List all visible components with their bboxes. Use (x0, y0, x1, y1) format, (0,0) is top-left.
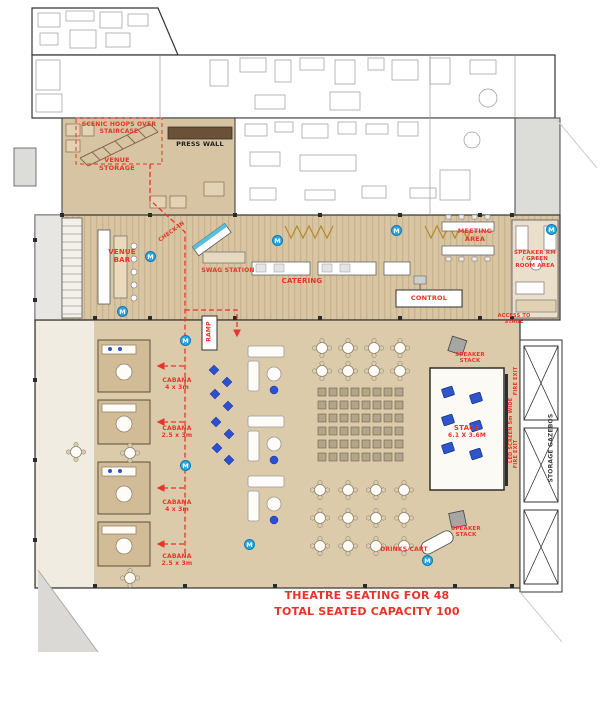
scenic-hoops-label: SCENIC HOOPS OVER STAIRCASE (81, 121, 157, 136)
cabana-1-size: 4 x 3m (165, 384, 189, 392)
m-marker: M (422, 555, 433, 566)
stage-name: STAGE (453, 424, 481, 432)
cabana-4-label: CABANA 2.5 x 3m (154, 553, 200, 567)
press-wall-element (167, 126, 233, 140)
m-marker: M (244, 539, 255, 550)
speaker-stack-label-top: SPEAKER STACK (455, 352, 485, 365)
kitchen-equipment (35, 10, 516, 215)
drinks-cart-label: DRINKS CART (380, 546, 428, 553)
storage-gazebos-label: STORAGE GAZEBOS (547, 413, 555, 483)
m-marker: M (180, 460, 191, 471)
speaker-stack-label-bottom: SPEAKER STACK (451, 526, 481, 539)
stage-size: 6.1 X 3.6M (447, 432, 487, 440)
cabana-2-name: CABANA (162, 425, 192, 432)
site-boundary (37, 119, 598, 653)
catering-label: CATERING (281, 277, 323, 285)
footer-capacity-line2: TOTAL SEATED CAPACITY 100 (274, 605, 460, 618)
reception-furniture (61, 214, 557, 351)
ramp-label: RAMP (205, 321, 213, 342)
meeting-area-label: MEETING AREA (457, 227, 493, 243)
m-marker: M (546, 224, 557, 235)
fire-exit-label-bottom: FIRE EXIT (513, 439, 520, 469)
cabana-4-size: 2.5 x 3m (161, 560, 193, 568)
stage-label: STAGE 6.1 X 3.6M (438, 424, 496, 439)
cabana-3-label: CABANA 4 x 3m (154, 499, 200, 513)
m-marker: M (145, 251, 156, 262)
cabana-3-size: 4 x 3m (165, 506, 189, 514)
staircase (79, 123, 159, 167)
cabana-2-size: 2.5 x 3m (161, 432, 193, 440)
fire-exit-label-top: FIRE EXIT (513, 366, 520, 396)
control-label: CONTROL (410, 294, 448, 302)
m-marker: M (180, 335, 191, 346)
press-wall-label: PRESS WALL (176, 140, 224, 148)
access-to-stage-label: ACCESS TO STAGE (497, 313, 531, 325)
venue-storage-label: VENUE STORAGE (99, 156, 135, 172)
cabanas (65, 339, 151, 589)
storage-gazebo-bays (523, 345, 559, 585)
speaker-room-label: SPEAKER RM / GREEN ROOM AREA (514, 250, 556, 269)
cabana-1-name: CABANA (162, 377, 192, 384)
venue-bar-label: VENUE BAR (108, 248, 136, 265)
cabana-2-label: CABANA 2.5 x 3m (154, 425, 200, 439)
footer-capacity-line1: THEATRE SEATING FOR 48 (284, 589, 450, 602)
swag-station-label: SWAG STATION (201, 267, 255, 274)
guest-flow-path (75, 117, 241, 556)
stage (420, 335, 508, 555)
m-marker: M (272, 235, 283, 246)
m-marker: M (391, 225, 402, 236)
cabana-4-name: CABANA (162, 553, 192, 560)
cabana-1-label: CABANA 4 x 3m (154, 377, 200, 391)
cabana-3-name: CABANA (162, 499, 192, 506)
m-marker: M (117, 306, 128, 317)
